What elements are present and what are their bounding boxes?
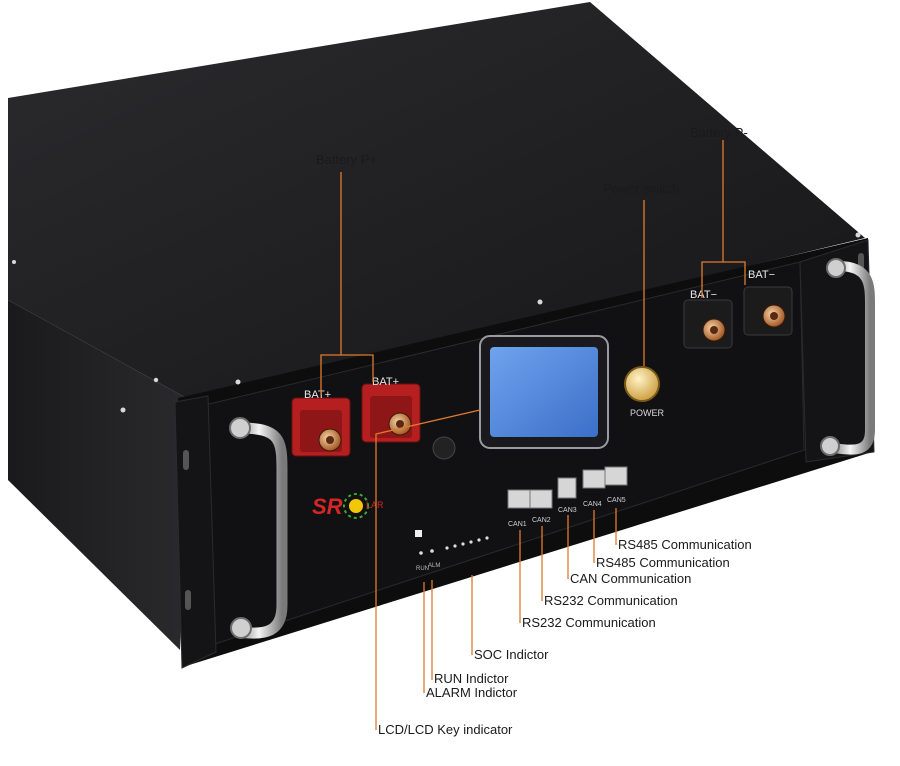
port-label: CAN2 (532, 517, 551, 524)
port-label: CAN4 (583, 501, 602, 508)
label-soc: SOC Indictor (474, 647, 549, 662)
label-rs232-a: RS232 Communication (544, 593, 678, 608)
positive-terminal-2[interactable]: BAT+ (361, 376, 421, 443)
right-handle[interactable] (820, 258, 875, 456)
port-label: CAN1 (508, 521, 527, 528)
negative-terminal-label: BAT− (748, 269, 775, 281)
soc-led-3 (461, 542, 465, 546)
annotation-leader-lines (320, 140, 746, 730)
run-led-label: RUN (416, 566, 429, 572)
power-switch[interactable]: POWER (624, 366, 665, 418)
label-run: RUN Indictor (434, 671, 509, 686)
can3-port[interactable] (557, 477, 577, 499)
run-led (419, 551, 423, 555)
label-rs232-b: RS232 Communication (522, 615, 656, 630)
leader-battery-p-plus-2 (341, 354, 374, 382)
negative-terminal-label: BAT− (690, 289, 717, 301)
left-handle[interactable] (229, 417, 288, 639)
leader-lcd (375, 409, 481, 730)
can1-port[interactable] (507, 489, 531, 509)
soc-led-1 (445, 546, 449, 550)
label-rs485-b: RS485 Communication (596, 555, 730, 570)
port-label: CAN5 (607, 497, 626, 504)
positive-terminal-label: BAT+ (304, 389, 331, 401)
port-label: CAN3 (558, 507, 577, 514)
lcd-display (479, 335, 609, 449)
chassis-screw (537, 299, 543, 305)
label-power-switch: Power switch (603, 181, 680, 196)
chassis-screw (235, 379, 241, 385)
brand-logo: SR LAR (312, 493, 384, 519)
can2-port[interactable] (529, 489, 553, 509)
label-battery-p-minus: Battery P- (690, 125, 748, 140)
chassis-screw (12, 260, 16, 264)
alarm-led (430, 549, 434, 553)
indicator-leds: RUN ALM (415, 530, 489, 572)
can5-port[interactable] (604, 466, 628, 486)
label-can: CAN Communication (570, 571, 692, 586)
label-rs485-a: RS485 Communication (618, 537, 752, 552)
positive-terminal-label: BAT+ (372, 376, 399, 388)
label-alarm: ALARM Indictor (426, 685, 518, 700)
label-lcd: LCD/LCD Key indicator (378, 722, 513, 737)
positive-terminal-1[interactable]: BAT+ (291, 389, 351, 457)
lcd-key-button[interactable] (432, 436, 456, 460)
chassis-screw (120, 407, 126, 413)
soc-led-4 (469, 540, 473, 544)
svg-text:LAR: LAR (366, 500, 384, 510)
can4-port[interactable] (582, 469, 606, 489)
chassis-screw (855, 232, 861, 238)
soc-led-5 (477, 538, 481, 542)
leader-battery-p-minus (701, 140, 724, 298)
left-rack-ear (174, 395, 217, 669)
svg-text:SR: SR (312, 494, 343, 519)
soc-led-6 (485, 536, 489, 540)
alarm-led-label: ALM (428, 563, 440, 569)
chassis-top (8, 2, 865, 400)
leader-battery-p-minus-2 (723, 261, 746, 285)
chassis-left-side (8, 300, 190, 650)
negative-terminal-1[interactable]: BAT− (683, 289, 733, 349)
leader-battery-p-plus (320, 172, 342, 395)
communication-ports: CAN1 CAN2 CAN3 CAN4 CAN5 (507, 466, 628, 528)
negative-terminal-2[interactable]: BAT− (743, 269, 793, 336)
power-button-label: POWER (630, 408, 665, 418)
chassis-screw (153, 377, 159, 383)
label-battery-p-plus: Battery P+ (316, 152, 378, 167)
soc-led-2 (453, 544, 457, 548)
reset-button[interactable] (415, 530, 422, 537)
